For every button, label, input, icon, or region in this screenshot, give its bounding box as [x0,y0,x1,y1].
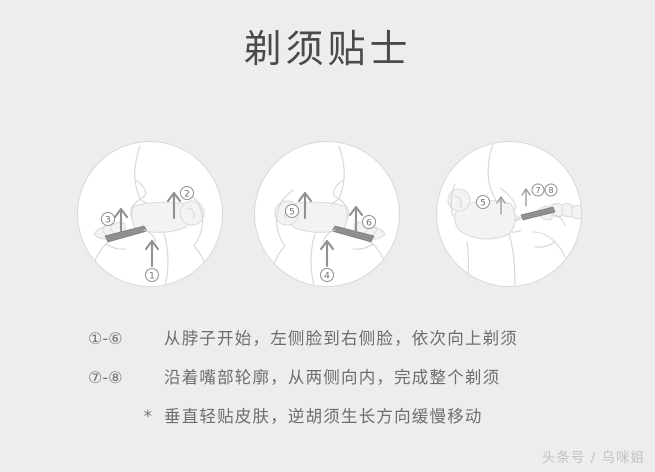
step-number-5b: 5 [480,198,486,208]
shaving-diagram-3-svg: 7 8 5 [447,143,581,286]
shaving-diagram-1-svg: 1 2 3 [87,145,211,286]
step-number-7: 7 [535,186,540,195]
illustration-row: 1 2 3 [0,141,655,291]
instruction-row-2: ⑦-⑧ 沿着嘴部轮廓，从两侧向内，完成整个剃须 [88,364,588,403]
instruction-text-2: 沿着嘴部轮廓，从两侧向内，完成整个剃须 [164,368,501,387]
instruction-text-3: 垂直轻贴皮肤，逆胡须生长方向缓慢移动 [164,407,483,426]
instruction-row-1: ①-⑥ 从脖子开始，左侧脸到右侧脸，依次向上剃须 [88,325,588,364]
watermark: 头条号 / 乌咪姐 [541,450,645,466]
step-number-4: 4 [324,271,330,281]
step-number-6: 6 [366,218,372,228]
instruction-text-1: 从脖子开始，左侧脸到右侧脸，依次向上剃须 [164,329,518,348]
illustration-circle-3: 7 8 5 [436,141,582,287]
instruction-key-1: ①-⑥ [88,329,123,348]
instruction-key-2: ⑦-⑧ [88,368,123,387]
step-number-3: 3 [105,215,111,225]
step-number-1: 1 [149,271,155,281]
step-number-8: 8 [548,186,553,195]
illustration-circle-2: 4 5 6 [254,141,400,287]
page-title: 剃须贴士 [243,27,412,71]
step-number-5: 5 [289,207,295,217]
shaving-diagram-2-svg: 4 5 6 [268,145,392,286]
instruction-row-3: * 垂直轻贴皮肤，逆胡须生长方向缓慢移动 [88,403,588,442]
illustration-circle-1: 1 2 3 [77,141,223,287]
step-number-2: 2 [184,189,190,199]
instruction-key-3: * [143,407,153,427]
instruction-list: ①-⑥ 从脖子开始，左侧脸到右侧脸，依次向上剃须 ⑦-⑧ 沿着嘴部轮廓，从两侧向… [88,325,588,442]
